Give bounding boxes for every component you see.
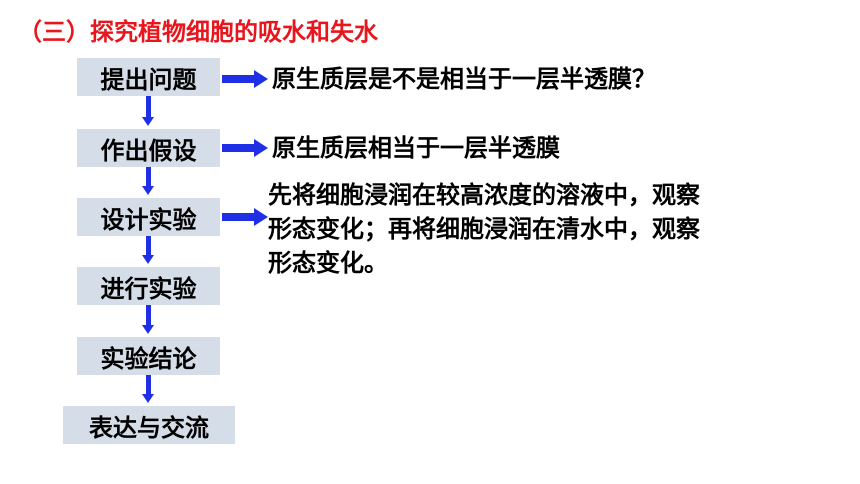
arrow-down-icon [142, 186, 154, 195]
step-box-design-experiment: 设计实验 [77, 198, 220, 236]
arrow-right-icon [222, 139, 268, 157]
connector-arrow-2 [146, 167, 151, 187]
question-text: 原生质层是不是相当于一层半透膜？ [272, 65, 656, 93]
connector-arrow-1 [146, 96, 151, 118]
step-box-ask-question: 提出问题 [77, 58, 220, 96]
arrow-down-icon [142, 255, 154, 264]
arrow-down-icon [142, 394, 154, 403]
step-box-conclusion: 实验结论 [77, 337, 220, 375]
arrow-right-icon [222, 70, 268, 88]
connector-arrow-4 [146, 305, 151, 326]
connector-arrow-3 [146, 236, 151, 256]
design-text: 先将细胞浸润在较高浓度的溶液中，观察 形态变化；再将细胞浸润在清水中，观察 形态… [268, 178, 700, 280]
section-title: （三）探究植物细胞的吸水和失水 [18, 18, 378, 46]
arrow-down-icon [142, 325, 154, 334]
hypothesis-text: 原生质层相当于一层半透膜 [272, 134, 560, 162]
connector-arrow-5 [146, 375, 151, 395]
design-text-line-1: 先将细胞浸润在较高浓度的溶液中，观察 [268, 181, 700, 209]
step-box-communication: 表达与交流 [63, 406, 235, 444]
arrow-right-icon [222, 208, 268, 226]
design-text-line-2: 形态变化；再将细胞浸润在清水中，观察 [268, 215, 700, 243]
design-text-line-3: 形态变化。 [268, 249, 388, 277]
step-box-hypothesis: 作出假设 [77, 129, 220, 167]
step-box-conduct-experiment: 进行实验 [77, 267, 220, 305]
arrow-down-icon [142, 117, 154, 126]
